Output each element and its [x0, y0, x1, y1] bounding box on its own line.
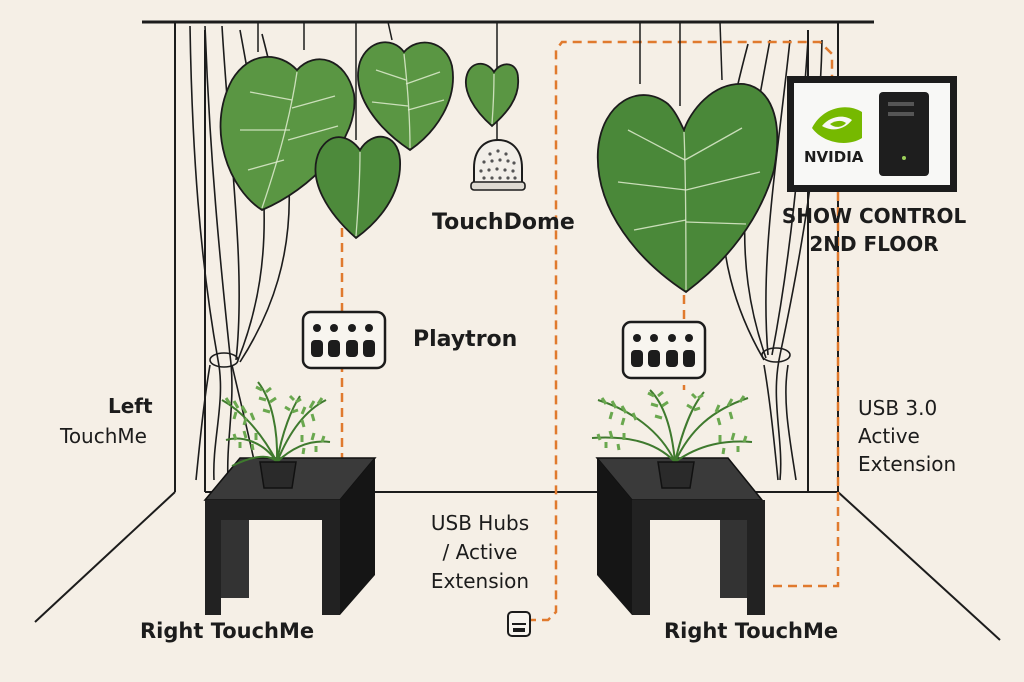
left-fern — [221, 381, 331, 489]
leaf-veins — [240, 53, 761, 291]
show-control-label-line1: SHOW CONTROL — [781, 204, 967, 228]
playtron-label: Playtron — [413, 327, 518, 352]
usb30-label-line2: Active — [858, 424, 920, 448]
usb30-label-line1: USB 3.0 — [858, 396, 938, 420]
show-control-display: NVIDIA — [787, 76, 957, 192]
leaf-left-4 — [465, 62, 519, 128]
right-touchme-label-left: Right TouchMe — [140, 619, 315, 643]
leaf-left-3 — [357, 41, 454, 152]
usb30-label-line3: Extension — [858, 452, 957, 476]
cable-usb-hub-main — [527, 40, 834, 622]
cable-usb30 — [770, 192, 840, 588]
right-touchme-label-right: Right TouchMe — [664, 619, 839, 643]
nvidia-logo: NVIDIA — [804, 107, 864, 166]
nvidia-wordmark: NVIDIA — [804, 148, 864, 166]
playtron-device-right — [621, 320, 707, 380]
leaf-left-2 — [314, 135, 401, 240]
usb-hubs-label-line1: USB Hubs — [430, 511, 530, 535]
leaf-right-big — [596, 83, 779, 294]
usb-hub-device — [507, 611, 531, 637]
pc-tower-icon — [879, 92, 929, 176]
usb-hubs-label-line2: / Active — [442, 540, 518, 564]
show-control-label-line2: 2ND FLOOR — [809, 232, 939, 256]
left-touchme-label-line1: Left — [108, 394, 153, 418]
right-table — [595, 457, 765, 615]
hanging-leaves — [219, 41, 779, 294]
touchdome-speaker — [470, 138, 526, 191]
left-touchme-label-line2: TouchMe — [60, 424, 147, 448]
touchdome-label: TouchDome — [432, 210, 575, 235]
usb-hubs-label-line3: Extension — [430, 569, 530, 593]
playtron-device-left — [301, 310, 387, 370]
right-fern — [591, 389, 753, 489]
